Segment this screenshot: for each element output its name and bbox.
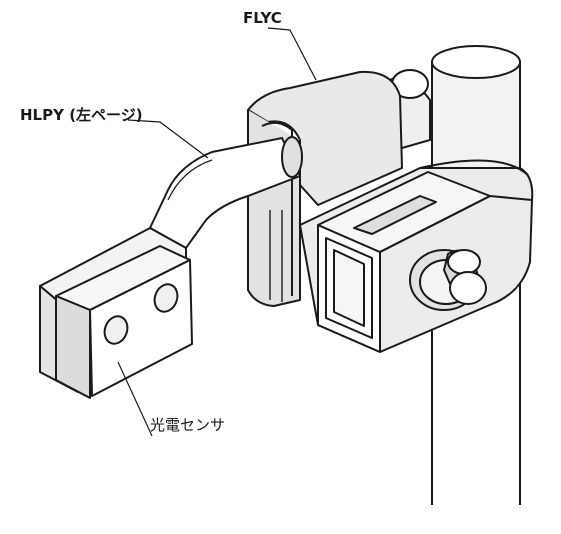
label-flyc: FLYC <box>243 9 282 27</box>
label-hlpy: HLPY (左ページ) <box>20 106 143 124</box>
leader-line-sensor <box>117 361 153 437</box>
photoelectric-sensor <box>39 245 193 399</box>
flyc-clamp-lower <box>299 159 534 353</box>
leader-line-hlpy <box>127 119 209 159</box>
label-photoelectric-sensor: 光電センサ <box>150 416 225 434</box>
clamp-bolt <box>409 249 487 311</box>
leader-line-flyc <box>267 27 317 81</box>
leader-lines <box>117 27 317 437</box>
